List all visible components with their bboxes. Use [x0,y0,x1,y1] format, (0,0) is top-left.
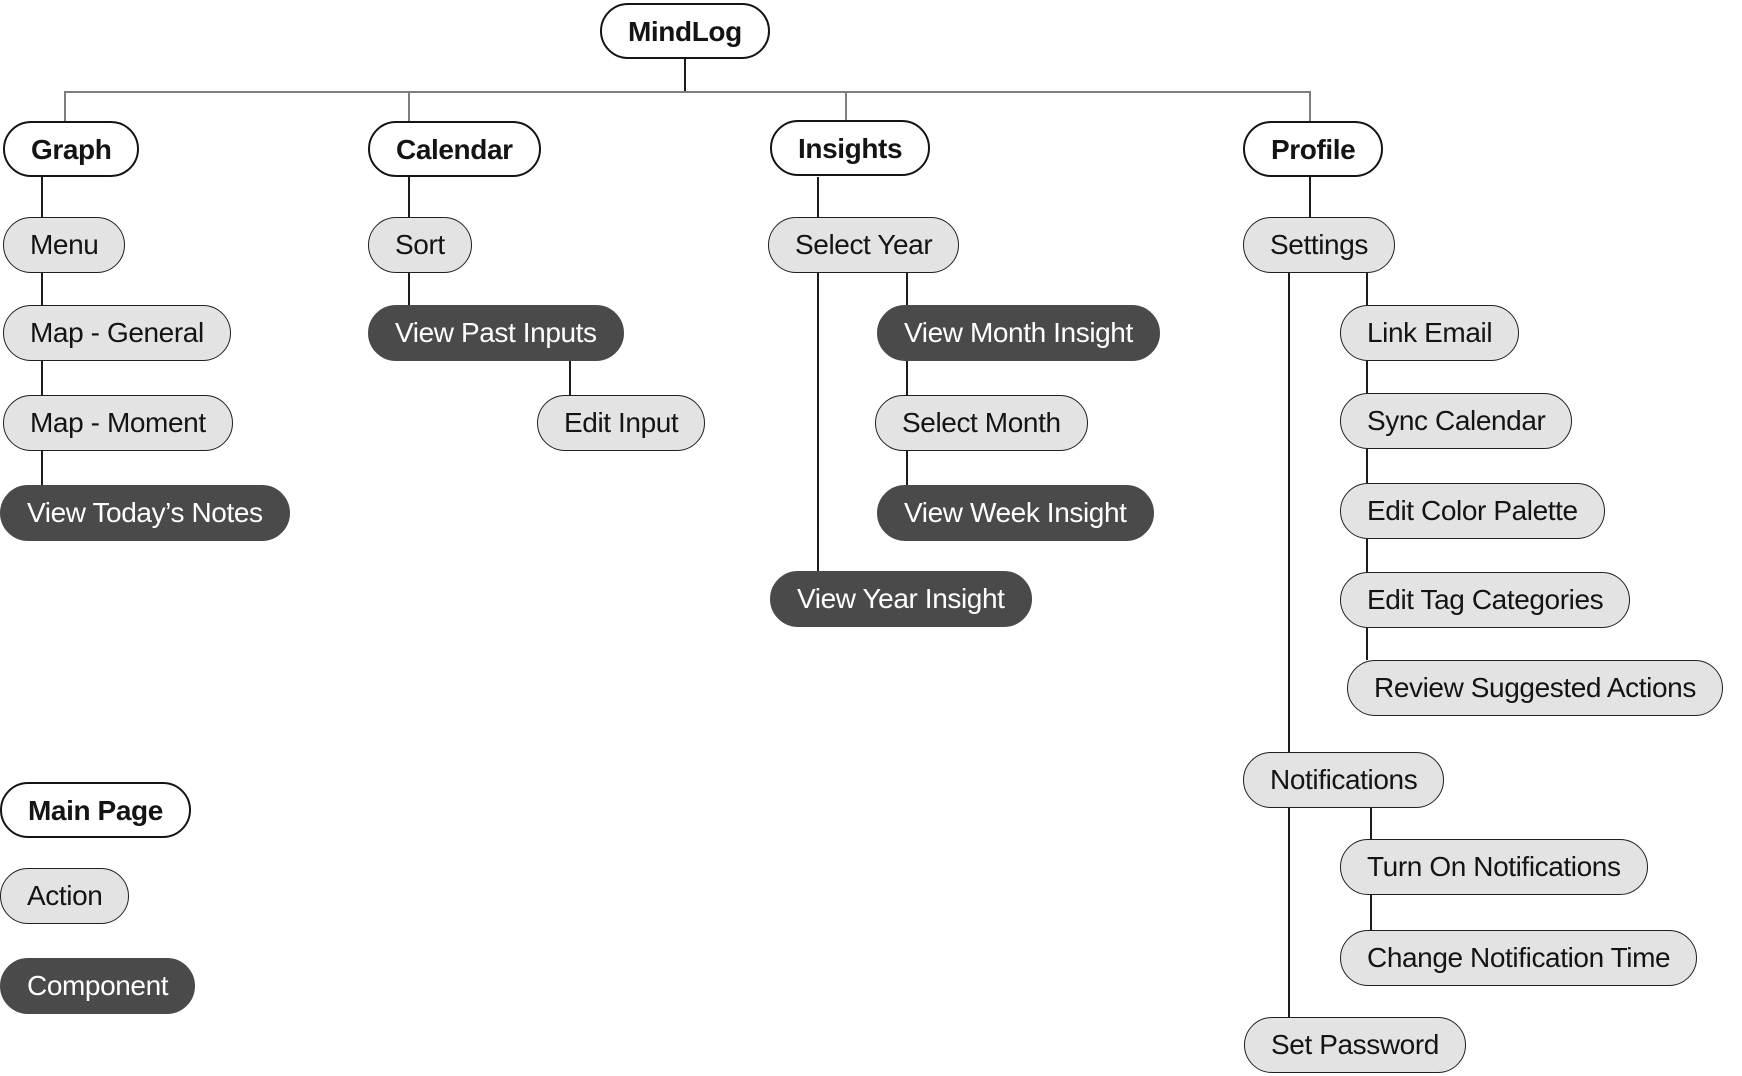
connector-line [64,91,1310,93]
node-notifications: Notifications [1243,752,1445,808]
node-map-general: Map - General [3,305,231,361]
node-turn-on-notifications: Turn On Notifications [1340,839,1648,895]
node-sort: Sort [368,217,472,273]
connector-line [1370,808,1372,839]
connector-line [1309,91,1311,121]
connector-line [41,273,43,305]
connector-line [817,273,819,571]
node-settings: Settings [1243,217,1395,273]
connector-line [1366,539,1368,572]
node-select-month: Select Month [875,395,1088,451]
connector-line [1366,628,1368,660]
node-sync-calendar: Sync Calendar [1340,393,1573,449]
connector-line [41,361,43,395]
legend-component: Component [0,958,196,1014]
node-view-todays-notes: View Today’s Notes [0,485,290,541]
connector-line [1288,273,1290,752]
node-graph: Graph [3,121,140,177]
node-insights: Insights [770,120,931,176]
node-edit-input: Edit Input [537,395,706,451]
node-link-email: Link Email [1340,305,1520,361]
connector-line [1370,895,1372,930]
node-review-suggested-actions: Review Suggested Actions [1347,660,1723,716]
legend-action: Action [0,868,130,924]
connector-line [906,273,908,305]
connector-line [684,59,686,91]
node-map-moment: Map - Moment [3,395,233,451]
connector-line [1309,177,1311,217]
connector-line [64,91,66,121]
connector-line [1366,273,1368,305]
node-edit-color-palette: Edit Color Palette [1340,483,1605,539]
node-mindlog: MindLog [600,3,770,59]
connector-line [1366,449,1368,483]
node-edit-tag-categories: Edit Tag Categories [1340,572,1631,628]
legend-main-page: Main Page [0,782,191,838]
node-set-password: Set Password [1244,1017,1466,1073]
connector-line [1288,808,1290,1017]
connector-line [41,451,43,485]
connector-line [569,361,571,395]
node-view-past-inputs: View Past Inputs [368,305,624,361]
connector-line [906,361,908,395]
connector-line [845,91,847,120]
node-menu: Menu [3,217,126,273]
node-view-year-insight: View Year Insight [770,571,1032,627]
connector-line [1366,361,1368,393]
connector-line [906,451,908,485]
connector-line [41,177,43,217]
node-calendar: Calendar [368,121,541,177]
node-view-month-insight: View Month Insight [877,305,1160,361]
connector-line [817,177,819,217]
connector-line [408,177,410,217]
node-select-year: Select Year [768,217,960,273]
node-profile: Profile [1243,121,1384,177]
node-change-notification-time: Change Notification Time [1340,930,1698,986]
node-view-week-insight: View Week Insight [877,485,1154,541]
connector-line [408,91,410,121]
connector-line [408,273,410,305]
